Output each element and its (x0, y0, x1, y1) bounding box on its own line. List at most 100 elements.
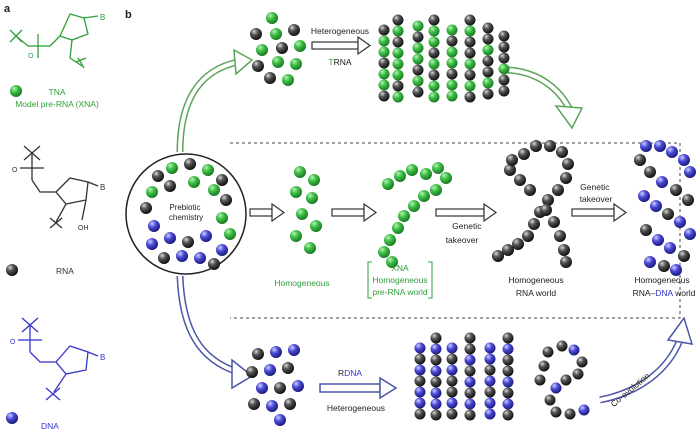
bottom-s-strand-ball (560, 374, 572, 386)
tna-structure (9, 13, 99, 69)
bottom-strand-ball (446, 375, 458, 387)
bottom-strand-ball (502, 409, 514, 421)
xna-chain-ball (398, 210, 410, 222)
dna-world-ball (640, 224, 652, 236)
bottom-s-strand-ball (534, 374, 546, 386)
top-strand-ball (428, 36, 440, 48)
top-strand-ball (446, 79, 458, 91)
xna-chain-ball (386, 256, 398, 268)
bottom-strand-ball (464, 365, 476, 377)
top-strand-ball (428, 91, 440, 103)
label-dna-world-2: RNA–DNA world (633, 288, 696, 298)
top-strand-ball (482, 77, 494, 89)
top-strand-ball (412, 64, 424, 76)
bottom-cluster-ball (274, 414, 286, 426)
top-strand-ball (446, 90, 458, 102)
bottom-strand-ball (446, 364, 458, 376)
rna-world-ball (560, 256, 572, 268)
bottom-strand-ball (430, 343, 442, 355)
bottom-strand-ball (414, 364, 426, 376)
pool-ball (216, 244, 228, 256)
pool-ball (184, 158, 196, 170)
top-cluster-ball (266, 12, 278, 24)
dna-world-ball (638, 190, 650, 202)
rna-legend-label: RNA (56, 266, 74, 276)
pool-ball (216, 174, 228, 186)
bottom-s-strand-ball (538, 360, 550, 372)
pool-ball (208, 258, 220, 270)
label-trna-prefix: T (328, 57, 333, 67)
bottom-strand-ball (502, 343, 514, 355)
label-dna-world-1: Homogeneous (634, 275, 689, 285)
rna-world-ball (518, 148, 530, 160)
bottom-strand-ball (414, 353, 426, 365)
bottom-strand-ball (464, 376, 476, 388)
pool-ball (182, 236, 194, 248)
rna-world-ball (542, 194, 554, 206)
bottom-strand-ball (502, 332, 514, 344)
label-xna-1: XNA (391, 263, 409, 273)
top-strand-ball (378, 35, 390, 47)
label-rdna-prefix: R (338, 368, 344, 378)
top-strand-ball (464, 47, 476, 59)
top-strand-ball (392, 14, 404, 26)
bottom-s-strand-ball (542, 346, 554, 358)
bottom-strand-ball (414, 375, 426, 387)
bottom-strand-ball (484, 397, 496, 409)
dna-world-ball (670, 184, 682, 196)
prebiotic-label: Prebiotic chemistry (169, 203, 203, 222)
tna-o-minus-label: O (28, 53, 34, 60)
rna-world-ball (504, 164, 516, 176)
arrow-coevolution (599, 338, 684, 404)
top-cluster-ball (290, 58, 302, 70)
dna-world-ball (658, 260, 670, 272)
xna-chain-ball (408, 200, 420, 212)
homogeneous-ball (306, 192, 318, 204)
top-strand-ball (464, 69, 476, 81)
top-cluster-ball (270, 28, 282, 40)
top-strand-ball (392, 69, 404, 81)
label-rdna-suffix: DNA (344, 368, 362, 378)
top-cluster-ball (272, 56, 284, 68)
dna-world-ball (670, 264, 682, 276)
bottom-strand-ball (464, 398, 476, 410)
bottom-strand-ball (484, 342, 496, 354)
rna-world-ball (524, 184, 536, 196)
rna-world-ball (552, 184, 564, 196)
label-trna: TRNA (328, 57, 351, 67)
bottom-s-strand-ball (576, 356, 588, 368)
rna-world-ball (548, 216, 560, 228)
xna-chain-ball (382, 178, 394, 190)
dna-world-ball (664, 242, 676, 254)
label-dna-world-suffix: world (673, 288, 696, 298)
top-strand-ball (378, 24, 390, 36)
bottom-strand-ball (414, 408, 426, 420)
tna-legend-sub: Model pre-RNA (XNA) (15, 99, 99, 109)
arrow-mid-4 (571, 202, 628, 223)
homogeneous-ball (304, 242, 316, 254)
pool-ball (164, 180, 176, 192)
bottom-cluster-ball (246, 366, 258, 378)
rna-world-ball (514, 174, 526, 186)
top-strand-ball (482, 66, 494, 78)
arrow-mid-1 (249, 202, 286, 223)
top-cluster-ball (282, 74, 294, 86)
top-strand-ball (464, 14, 476, 26)
bottom-strand-ball (502, 376, 514, 388)
xna-bracket (367, 261, 433, 299)
homogeneous-ball (290, 186, 302, 198)
bottom-strand-ball (502, 398, 514, 410)
arrow-up-green-head (233, 48, 254, 76)
dna-base-label: B (100, 353, 105, 362)
bottom-strand-ball (464, 332, 476, 344)
bottom-strand-ball (414, 386, 426, 398)
pool-ball (224, 228, 236, 240)
bottom-strand-ball (446, 342, 458, 354)
dna-world-ball (674, 216, 686, 228)
pool-ball (164, 232, 176, 244)
rna-o-label: O (12, 167, 18, 174)
label-rna-world-2: RNA world (516, 288, 556, 298)
top-strand-ball (392, 36, 404, 48)
pool-ball (200, 230, 212, 242)
bottom-s-strand-ball (556, 340, 568, 352)
